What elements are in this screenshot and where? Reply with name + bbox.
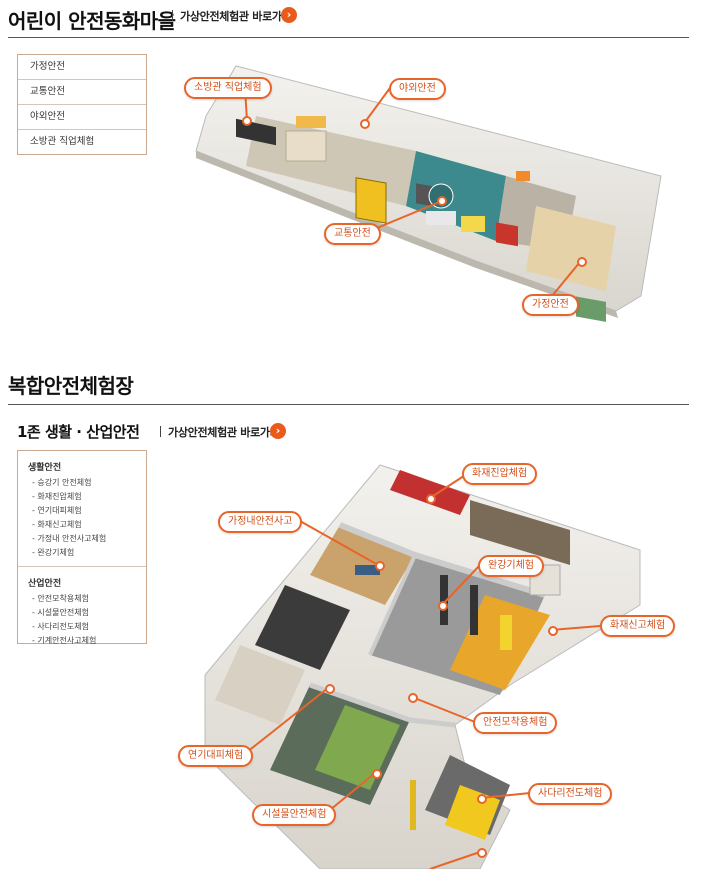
nav-sub-ladder[interactable]: - 사다리전도체험 [32, 622, 89, 631]
separator [160, 426, 161, 437]
section2-divider [8, 404, 689, 405]
separator [172, 10, 173, 21]
marker-home-safety [577, 257, 587, 267]
virtual-experience-link[interactable]: 가상안전체험관 바로가기 [180, 10, 292, 23]
nav-item-traffic-safety[interactable]: 교통안전 [18, 80, 146, 105]
nav-sub-machine[interactable]: - 기계안전사고체험 [32, 636, 97, 645]
callout-home-accident[interactable]: 가정내안전사고 [218, 511, 303, 533]
marker-smoke-evacuation [325, 684, 335, 694]
marker-facility [372, 769, 382, 779]
section2-title: 복합안전체험장 [8, 374, 134, 398]
nav-sub-home-accident[interactable]: - 가정내 안전사고체험 [32, 534, 107, 543]
section1-divider [8, 37, 689, 38]
nav-item-home-safety[interactable]: 가정안전 [18, 55, 146, 80]
marker-traffic-safety [437, 196, 447, 206]
section1-nav: 가정안전 교통안전 야외안전 소방관 직업체험 [17, 54, 147, 155]
nav-sub-smoke-evacuation[interactable]: - 연기대피체험 [32, 506, 82, 515]
callout-firefighter[interactable]: 소방관 직업체험 [184, 77, 272, 99]
go-arrow-icon[interactable]: › [281, 7, 297, 23]
go-arrow-icon[interactable]: › [270, 423, 286, 439]
callout-outdoor-safety[interactable]: 야외안전 [389, 78, 446, 100]
village-map-illustration [195, 65, 662, 322]
nav-item-firefighter[interactable]: 소방관 직업체험 [30, 136, 95, 147]
marker-fire-suppression [426, 494, 436, 504]
nav-sub-fire-report[interactable]: - 화재신고체험 [32, 520, 82, 529]
marker-firefighter [242, 116, 252, 126]
marker-ladder [477, 794, 487, 804]
callout-home-safety[interactable]: 가정안전 [522, 294, 579, 316]
nav-item-outdoor-safety[interactable]: 야외안전 [18, 105, 146, 130]
marker-machine [477, 848, 487, 858]
marker-outdoor-safety [360, 119, 370, 129]
callout-helmet[interactable]: 안전모착용체험 [473, 712, 558, 734]
callout-facility[interactable]: 시설물안전체험 [252, 804, 337, 826]
marker-descender [438, 601, 448, 611]
section2-nav: 생활안전 - 승강기 안전체험 - 화재진압체험 - 연기대피체험 - 화재신고… [17, 450, 147, 645]
callout-fire-report[interactable]: 화재신고체험 [600, 615, 676, 637]
callout-ladder[interactable]: 사다리전도체험 [528, 783, 613, 805]
marker-home-accident [375, 561, 385, 571]
nav-sub-fire-suppression[interactable]: - 화재진압체험 [32, 492, 82, 501]
nav-group-life-safety[interactable]: 생활안전 [28, 463, 62, 473]
nav-sub-helmet[interactable]: - 안전모착용체험 [32, 594, 89, 603]
nav-sub-elevator[interactable]: - 승강기 안전체험 [32, 478, 92, 487]
marker-helmet [408, 693, 418, 703]
nav-sub-descender[interactable]: - 완강기체험 [32, 548, 75, 557]
callout-fire-suppression[interactable]: 화재진압체험 [462, 463, 538, 485]
callout-smoke-evacuation[interactable]: 연기대피체험 [178, 745, 254, 767]
nav-divider [18, 566, 146, 567]
nav-sub-facility[interactable]: - 시설물안전체험 [32, 608, 89, 617]
zone-title: 1존 생활 · 산업안전 [17, 423, 140, 441]
virtual-experience-link-2[interactable]: 가상안전체험관 바로가기 [168, 426, 280, 439]
section1-title: 어린이 안전동화마을 [8, 9, 176, 33]
callout-traffic-safety[interactable]: 교통안전 [324, 223, 381, 245]
marker-fire-report [548, 626, 558, 636]
nav-group-industrial-safety[interactable]: 산업안전 [28, 579, 62, 589]
callout-descender[interactable]: 완강기체험 [478, 555, 544, 577]
